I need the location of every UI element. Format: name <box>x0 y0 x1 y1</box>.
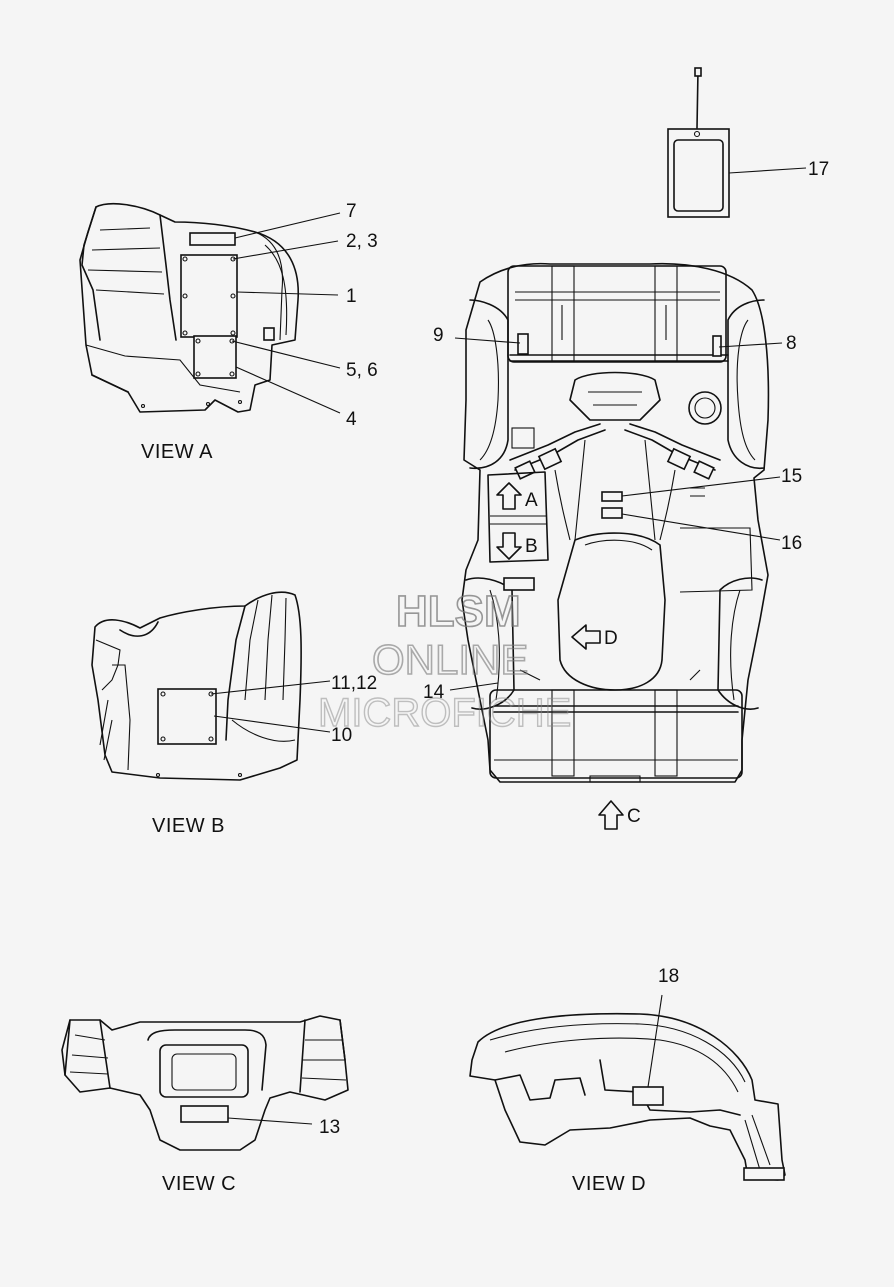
callout-18: 18 <box>658 966 679 987</box>
callout-11-12: 11,12 <box>331 673 377 694</box>
callout-9: 9 <box>433 325 444 346</box>
watermark-line-3: MICROFICHE <box>318 691 571 735</box>
view-b-caption: VIEW B <box>152 815 225 837</box>
callout-7: 7 <box>346 201 357 222</box>
callout-5-6: 5, 6 <box>346 360 378 381</box>
view-a-caption: VIEW A <box>141 441 213 463</box>
view-c-rear <box>61 1015 349 1151</box>
view-b-fender <box>91 591 331 781</box>
arrow-label-a: A <box>525 490 538 511</box>
arrow-label-c: C <box>627 806 641 827</box>
arrow-label-b: B <box>525 536 538 557</box>
callout-4: 4 <box>346 409 357 430</box>
callout-17: 17 <box>808 159 829 180</box>
view-d-caption: VIEW D <box>572 1173 646 1195</box>
watermark-line-1: HLSM <box>396 587 521 636</box>
hang-tag-17 <box>667 67 807 218</box>
watermark-line-2: ONLINE <box>372 636 528 683</box>
callout-2-3: 2, 3 <box>346 231 378 252</box>
callout-10: 10 <box>331 725 352 746</box>
view-c-caption: VIEW C <box>162 1173 236 1195</box>
view-a-fender <box>79 202 341 414</box>
view-d-side <box>469 994 786 1181</box>
atv-top-view <box>449 262 783 830</box>
callout-15: 15 <box>781 466 802 487</box>
callout-14: 14 <box>423 682 445 703</box>
callout-13: 13 <box>319 1117 340 1138</box>
callout-8: 8 <box>786 333 797 354</box>
arrow-label-d: D <box>604 628 618 649</box>
callout-1: 1 <box>346 286 357 307</box>
callout-16: 16 <box>781 533 802 554</box>
